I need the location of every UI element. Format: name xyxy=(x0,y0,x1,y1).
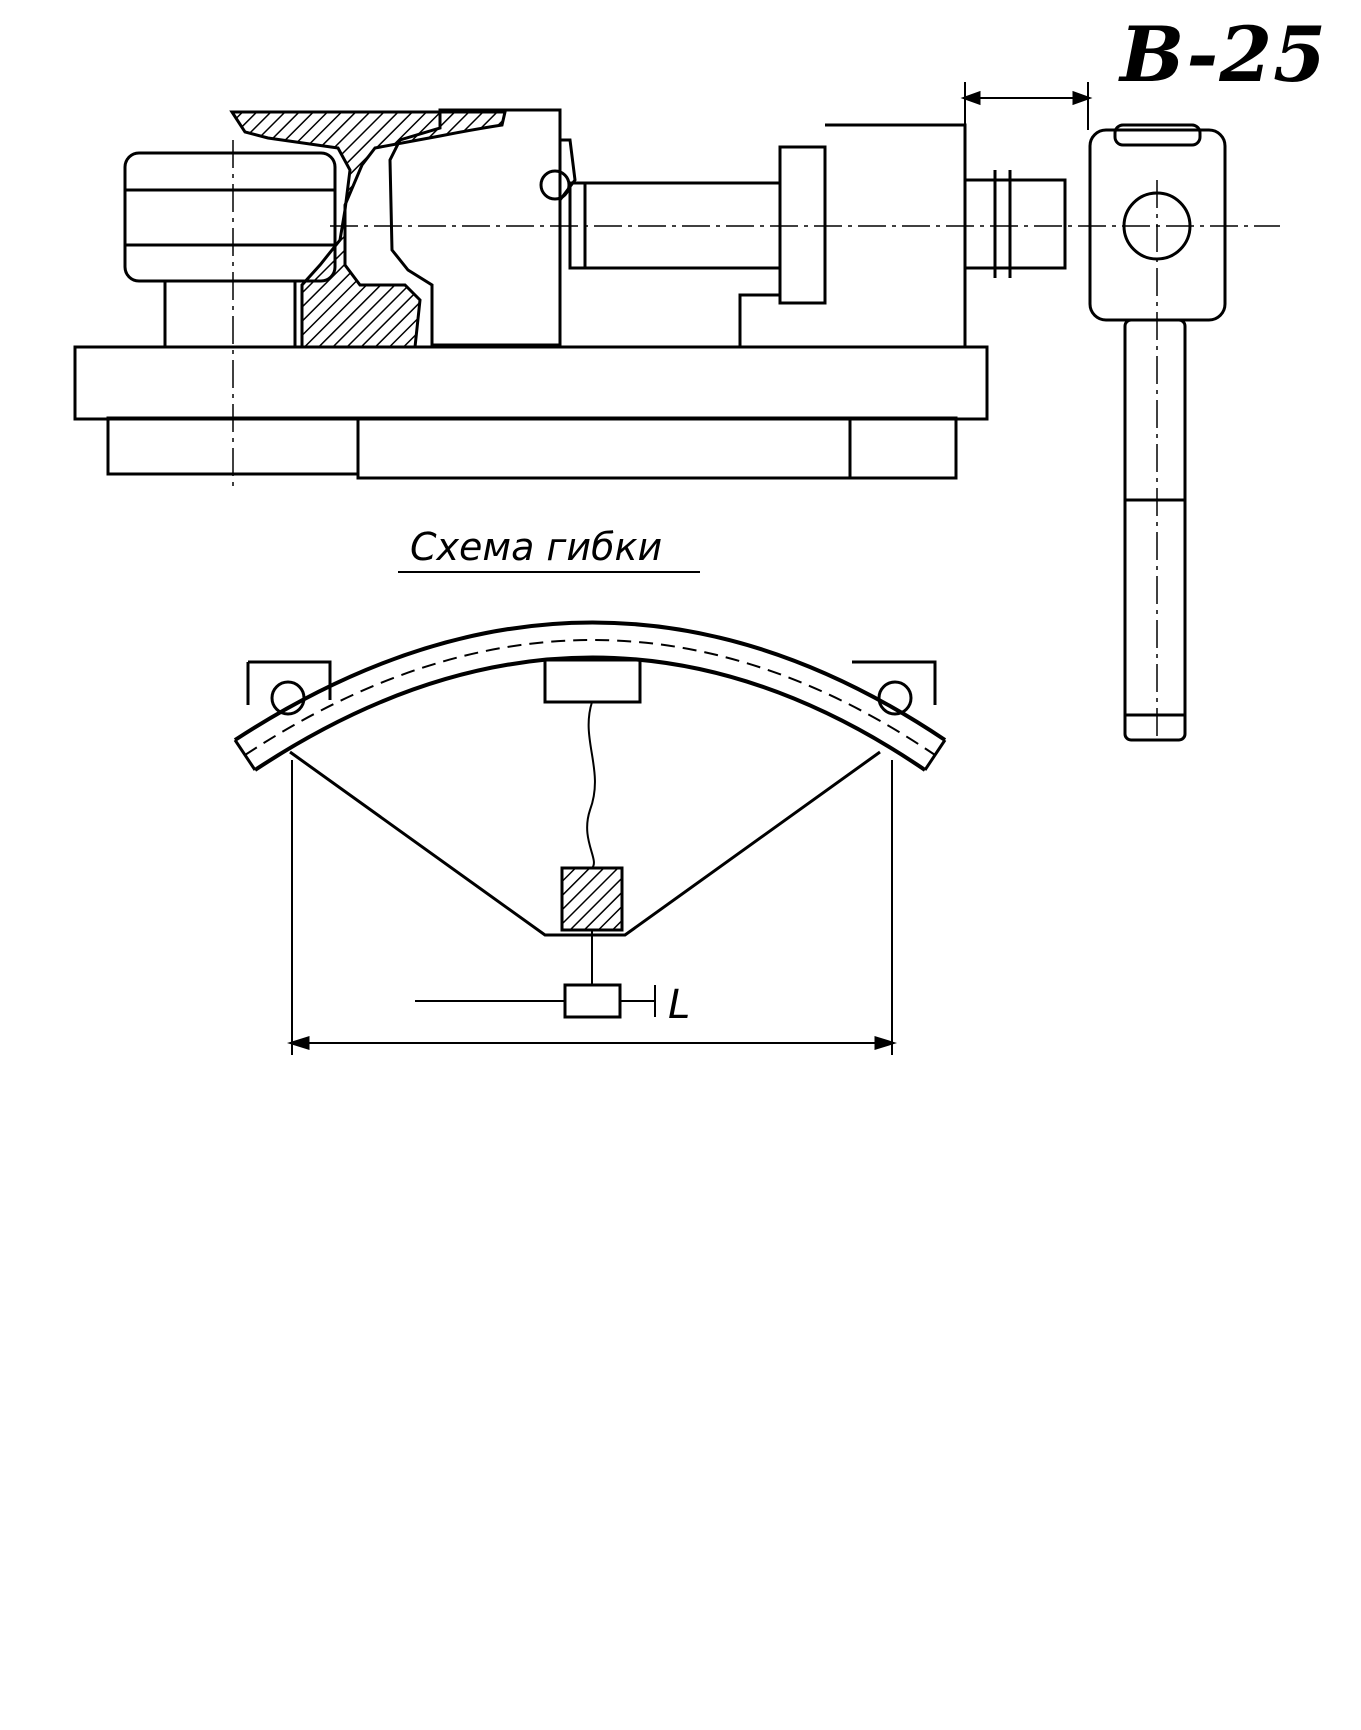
dimension-label: L xyxy=(668,982,690,1028)
housing xyxy=(738,123,967,349)
v-support xyxy=(289,750,881,937)
center-lines xyxy=(232,140,1280,740)
base-lower-body xyxy=(356,416,958,480)
i-beam-section xyxy=(229,110,507,349)
bent-workpiece xyxy=(233,620,947,742)
screw-shaft xyxy=(963,178,1067,270)
hex-nut xyxy=(123,151,337,283)
support-frame xyxy=(246,660,937,705)
roller-right xyxy=(877,680,913,716)
die-block xyxy=(388,108,562,347)
scheme-caption: Схема гибки xyxy=(410,525,662,569)
bending-scheme xyxy=(233,620,947,1055)
load-block xyxy=(560,866,624,932)
gauge xyxy=(563,983,622,1019)
handle-lever xyxy=(1123,318,1187,742)
rod-flange xyxy=(778,145,827,305)
base-plate xyxy=(73,345,989,421)
punch xyxy=(543,658,642,704)
sheet-code: B-25 xyxy=(1120,10,1327,99)
bending-fixture-side-view xyxy=(73,82,1227,742)
roller-left xyxy=(270,680,306,716)
stud xyxy=(163,279,297,349)
